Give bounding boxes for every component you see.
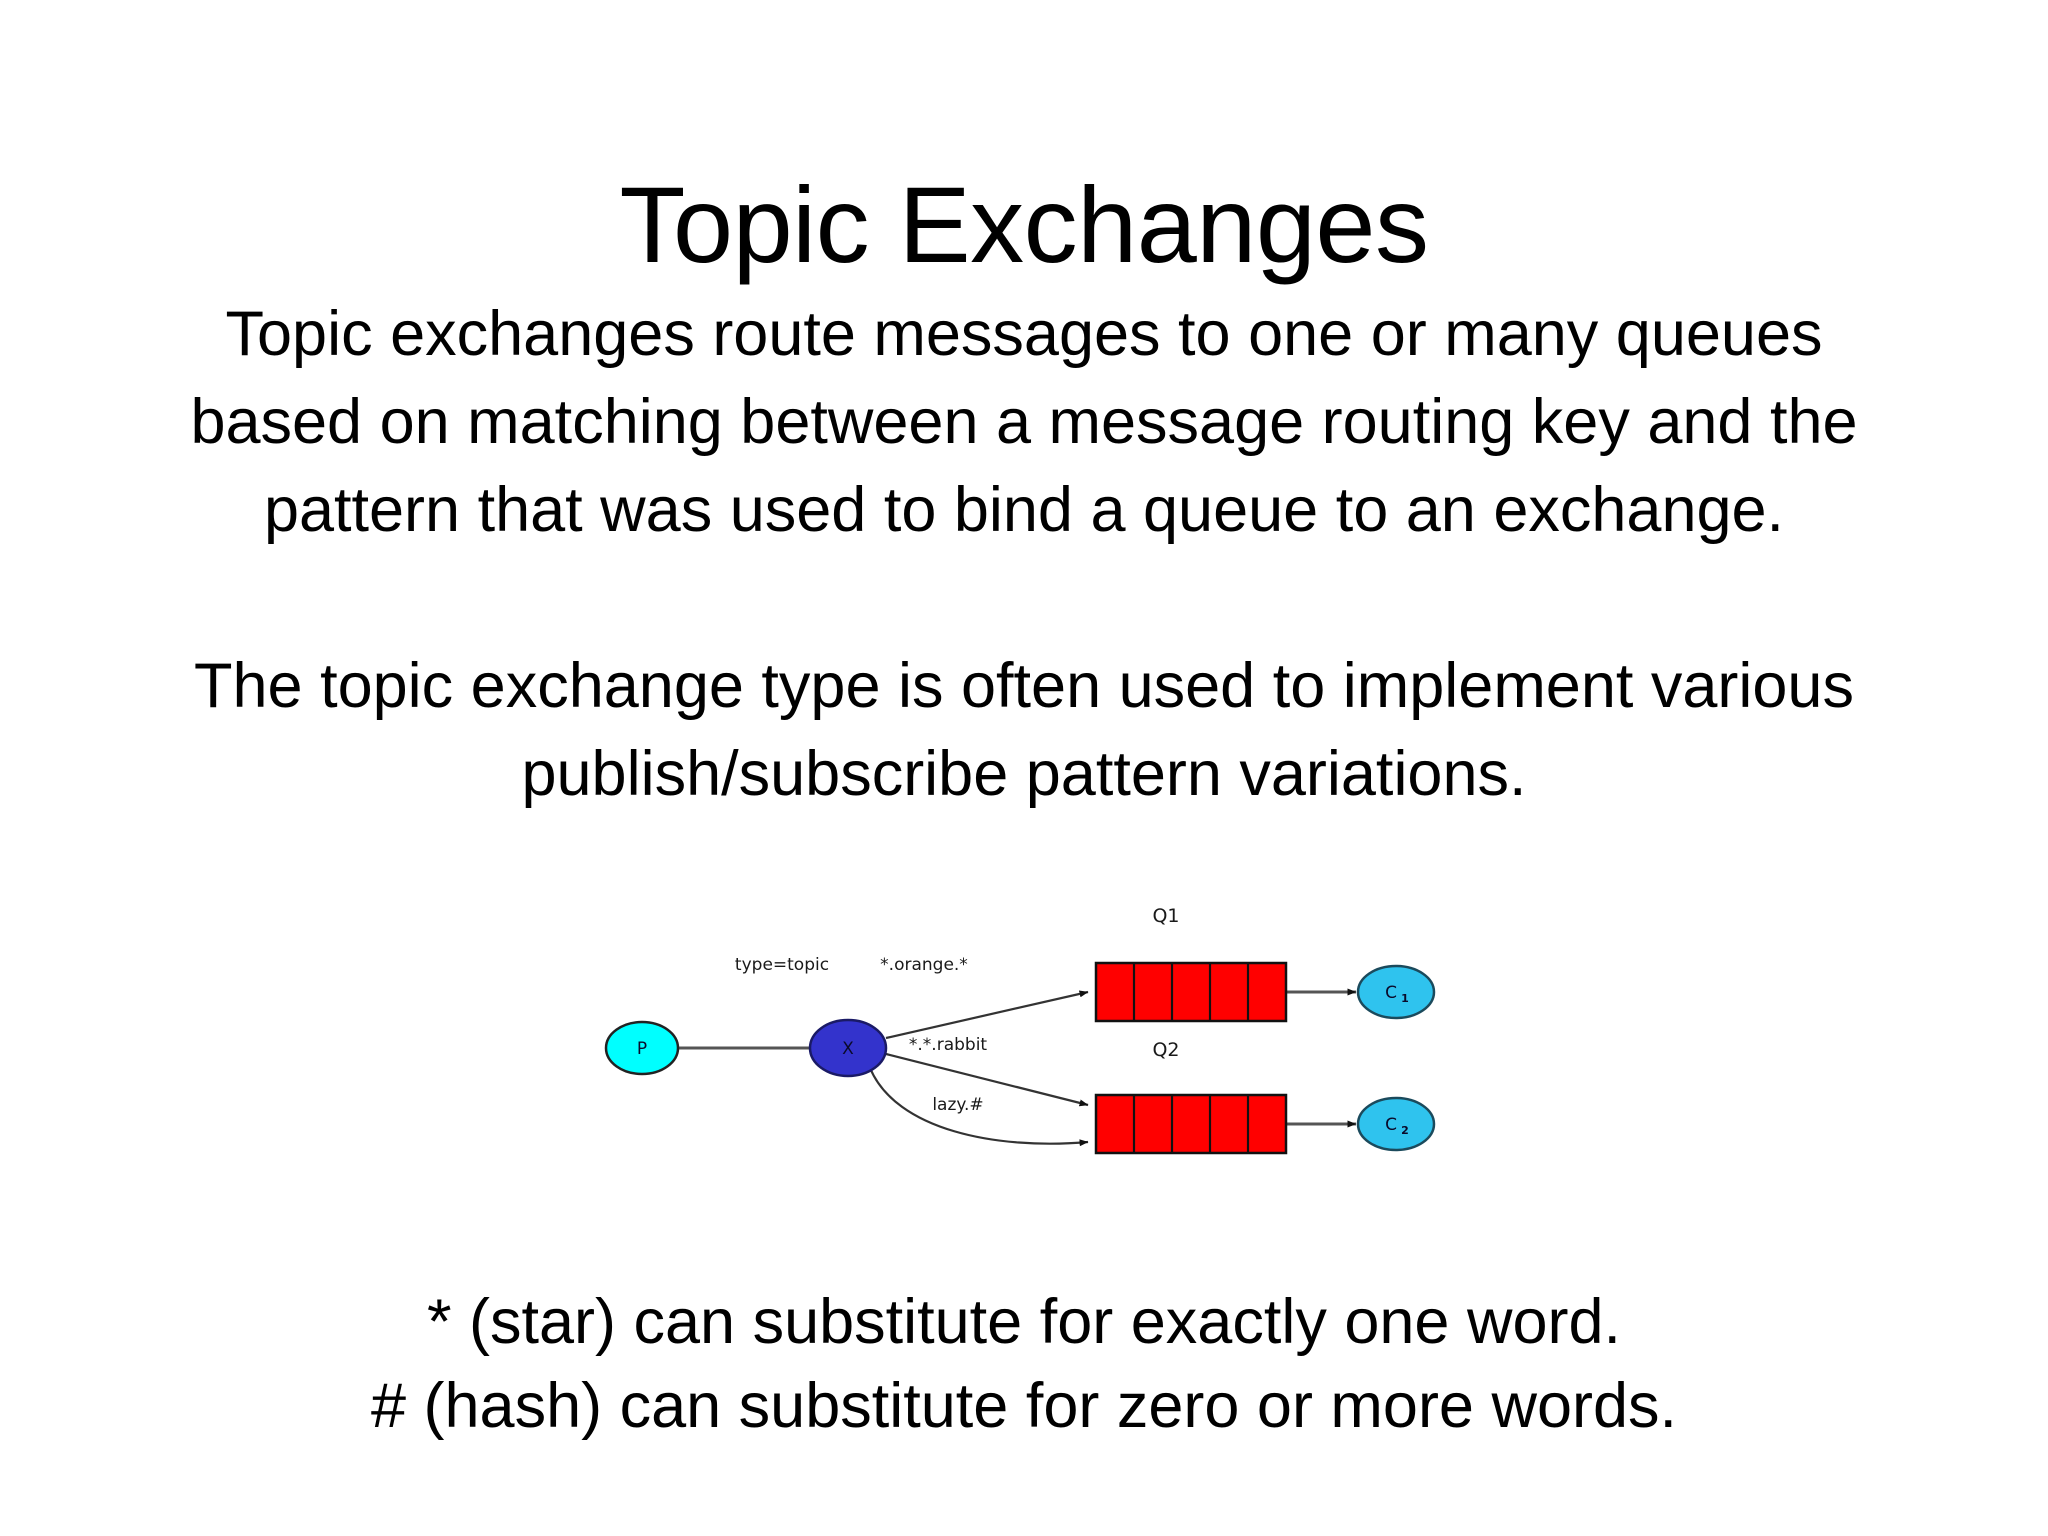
footnote-hash: # (hash) can substitute for zero or more… [370, 1371, 1678, 1441]
binding-label-lazy: lazy.# [932, 1095, 983, 1115]
queue-q2 [1094, 1093, 1288, 1155]
consumer-node-c1: C 1 [1356, 964, 1436, 1020]
exchange-label: X [842, 1039, 854, 1059]
intro-line-2: based on matching between a message rout… [190, 387, 1858, 457]
intro-paragraph: Topic exchanges route messages to one or… [44, 290, 2004, 554]
usage-paragraph: The topic exchange type is often used to… [44, 642, 2004, 818]
page-title: Topic Exchanges [619, 164, 1430, 286]
binding-label-orange: *.orange.* [880, 955, 968, 975]
consumer-subscript-c1: 1 [1401, 992, 1409, 1005]
binding-label-rabbit: *.*.rabbit [909, 1035, 988, 1055]
intro-line-3: pattern that was used to bind a queue to… [263, 475, 1785, 545]
wildcard-footnotes: * (star) can substitute for exactly one … [44, 1280, 2004, 1448]
producer-label: P [637, 1039, 647, 1059]
queue-label-q1: Q1 [1152, 905, 1179, 927]
edge-exchange-to-q1 [885, 990, 1089, 1040]
queue-q1 [1094, 961, 1288, 1023]
consumer-subscript-c2: 2 [1401, 1124, 1409, 1137]
consumer-label-c2: C [1385, 1115, 1397, 1135]
topic-exchange-diagram: P X type=topic *.orange.* *.*.rabbit laz… [596, 862, 1456, 1192]
edge-exchange-to-q2-rabbit [885, 1052, 1089, 1107]
edge-exchange-to-q2-lazy [868, 1067, 1089, 1147]
usage-line-1: The topic exchange type is often used to… [194, 651, 1854, 721]
producer-node: P [604, 1020, 680, 1076]
queue-label-q2: Q2 [1152, 1039, 1179, 1061]
exchange-type-label: type=topic [735, 955, 829, 975]
consumer-label-c1: C [1385, 983, 1397, 1003]
consumer-node-c2: C 2 [1356, 1096, 1436, 1152]
usage-line-2: publish/subscribe pattern variations. [521, 739, 1527, 809]
exchange-node: X [808, 1018, 888, 1078]
intro-line-1: Topic exchanges route messages to one or… [225, 299, 1823, 369]
footnote-star: * (star) can substitute for exactly one … [426, 1287, 1622, 1357]
